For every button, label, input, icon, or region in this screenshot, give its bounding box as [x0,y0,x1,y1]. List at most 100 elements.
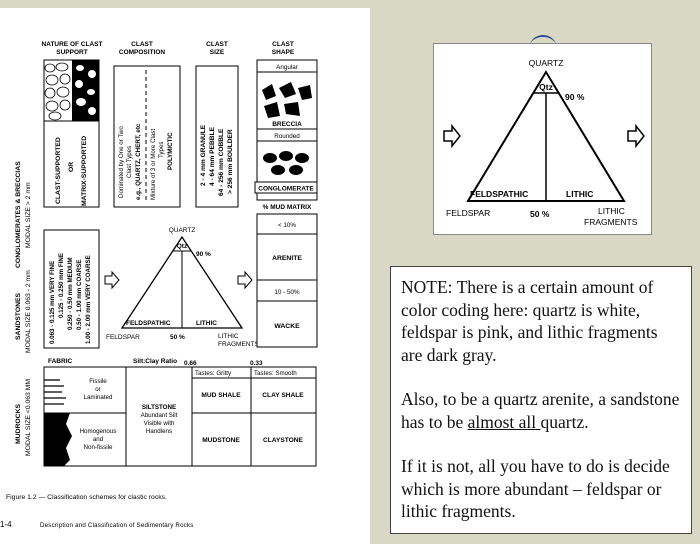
siltstone-line-3: Visible with [144,420,175,427]
clast-support-box: CLAST-SUPPORTED OR MATRIX-SUPPORTED [43,59,100,208]
textbook-page: NATURE OF CLAST SUPPORT CLAST COMPOSITIO… [0,8,370,544]
tri-feldspar: FELDSPAR [106,334,140,341]
zoom-lithic-2: LITHIC [598,206,625,216]
zoom-feldspathic: FELDSPATHIC [470,189,528,199]
shape-conglomerate: CONGLOMERATE [258,186,314,193]
row-label-mudrocks-size: MODAL SIZE <0.063 MM [25,379,32,456]
clast-size-box: 2 - 4 mm GRANULE 4 - 64 mm PEBBLE 64 - 2… [195,65,239,208]
footer-page-number: 1-4 [0,520,12,529]
sand-very-fine: 0.063 - 0.125 mm VERY FINE [49,261,56,344]
composition-line-1: Dominated by One or Two [118,126,125,198]
header-composition-2: COMPOSITION [119,49,166,56]
siltstone-line-2: Abundant Silt [141,412,178,419]
row-label-conglomerates: CONGLOMERATES & BRECCIAS [15,161,22,268]
tri-fragments: FRAGMENTS [218,341,259,348]
zoom-qtz: Qtz [539,82,553,92]
sand-fine: 0.125 - 0.250 mm FINE [58,253,65,318]
right-arrow-icon [104,270,120,290]
fissile-line-1: Fissile [89,378,107,385]
row-label-sandstones-size: MODAL SIZE 0.063 - 2 mm [25,270,32,353]
composition-line-4: Mixture of 3 or More Clast [150,129,157,200]
mud-shale-label: MUD SHALE [201,392,241,399]
figure-caption: Figure 1.2 — Classification schemes for … [6,494,167,501]
footer-title: Description and Classification of Sedime… [40,522,194,529]
classification-figure: NATURE OF CLAST SUPPORT CLAST COMPOSITIO… [0,41,318,529]
shape-breccia: BRECCIA [272,121,302,128]
qfl-triangle-large: QUARTZ Qtz 90 % FELDSPATHIC LITHIC FELDS… [443,58,645,227]
mud-matrix-low: < 10% [278,222,296,229]
fabric-label: FABRIC [48,358,73,365]
header-size-1: CLAST [206,41,228,48]
size-pebble: 4 - 64 mm PEBBLE [209,126,216,186]
wacke-label: WACKE [274,323,300,330]
right-arrow-icon [237,270,253,290]
ratio-033: 0.33 [250,360,263,367]
cursor-arc [530,35,556,57]
note-p2-underlined: almost all [467,411,541,432]
tri-50pct: 50 % [170,334,185,341]
header-support-2: SUPPORT [56,49,87,56]
tri-qtz-pct: 90 % [196,251,211,258]
note-paragraph-2: Also, to be a quartz arenite, a sandston… [401,388,683,433]
note-p2-end: quartz. [540,411,589,432]
right-arrow-icon [443,123,461,149]
note-p2-text: Also, to be a quartz arenite, a sandston… [401,389,680,432]
composition-line-2: Clast Types [126,146,133,178]
ratio-066: 0.66 [184,360,197,367]
note-paragraph-3: If it is not, all you have to do is deci… [401,456,670,521]
clast-composition-box: Dominated by One or Two Clast Types e.g.… [113,65,181,208]
zoom-feldspar: FELDSPAR [446,208,490,218]
sand-coarse: 0.50 - 1.00 mm COARSE [76,260,83,331]
zoom-50pct: 50 % [530,209,550,219]
siltstone-label: SILTSTONE [142,404,176,411]
size-boulder: > 256 mm BOULDER [227,129,234,194]
tri-lithic: LITHIC [196,320,217,327]
mudstone-label: MUDSTONE [202,437,240,444]
row-label-conglomerates-size: MODAL SIZE > 2 mm [25,182,32,248]
row-label-sandstones: SANDSTONES [15,292,22,340]
note-paragraph-1: NOTE: There is a certain amount of color… [401,277,658,365]
claystone-label: CLAYSTONE [263,437,304,444]
composition-line-3: e.g., QUARTZ, CHERT, etc [135,123,142,200]
tri-feldspathic: FELDSPATHIC [126,320,171,327]
zoom-lithic: LITHIC [566,189,593,199]
homog-line-2: and [93,436,104,443]
shape-rounded: Rounded [274,133,300,140]
mudrock-table: Fissile or Laminated Homogenous and Non-… [43,366,317,467]
fissile-line-3: Laminated [84,394,113,401]
size-granule: 2 - 4 mm GRANULE [200,124,207,186]
note-box: NOTE: There is a certain amount of color… [390,266,692,534]
homog-line-3: Non-fissile [84,444,113,451]
rounded-clasts [263,151,309,175]
size-cobble: 64 - 256 mm COBBLE [218,128,225,196]
silt-clay-ratio-label: Silt:Clay Ratio [133,358,177,365]
sand-very-coarse: 1.00 - 2.00 mm VERY COARSE [85,255,92,344]
header-size-2: SIZE [210,49,225,56]
mud-matrix-header: % MUD MATRIX [263,204,312,211]
header-shape-2: SHAPE [272,49,295,56]
composition-line-6: POLYMICTIC [167,132,174,170]
siltstone-line-4: Handlens [146,428,172,435]
zoom-qtz-pct: 90 % [565,92,585,102]
qfl-triangle-small: QUARTZ Qtz 90 % FELDSPATHIC LITHIC FELDS… [106,227,259,348]
clast-shape-box: Angular BRECCIA Rounded CONGLOMERATE [254,59,318,201]
arenite-label: ARENITE [272,255,302,262]
zoom-apex-quartz: QUARTZ [529,58,564,68]
tastes-gritty: Tastes: Gritty [195,370,232,377]
fissile-line-2: or [95,386,101,393]
angular-clasts [262,82,312,118]
support-or: OR [68,162,75,172]
tri-lithic-2: LITHIC [218,333,239,340]
mud-matrix-box: < 10% ARENITE 10 - 50% WACKE [256,213,318,348]
zoomed-triangle-panel: QUARTZ Qtz 90 % FELDSPATHIC LITHIC FELDS… [433,43,652,235]
support-matrix: MATRIX-SUPPORTED [81,136,88,206]
sand-size-box: 0.063 - 0.125 mm VERY FINE 0.125 - 0.250… [43,229,100,349]
row-label-mudrocks: MUDROCKS [15,404,22,444]
homog-line-1: Homogenous [80,428,117,435]
shape-angular: Angular [276,64,298,71]
right-arrow-icon [627,123,645,149]
header-composition-1: CLAST [131,41,153,48]
header-shape-1: CLAST [272,41,294,48]
sand-medium: 0.250 - 0.50 mm MEDIUM [67,257,74,330]
tri-qtz: Qtz [177,243,188,250]
